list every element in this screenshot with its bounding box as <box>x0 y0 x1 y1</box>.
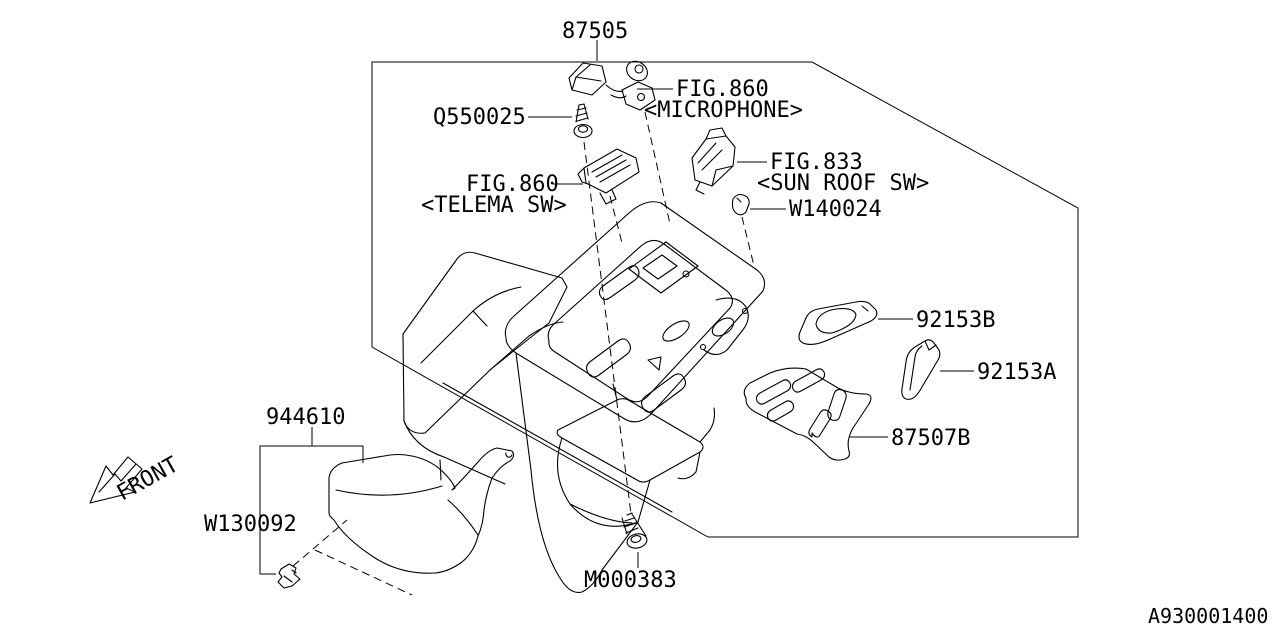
drawing-number: A930001400 <box>1148 604 1268 628</box>
telema-switch-drawing <box>577 148 640 205</box>
callout-microphone-caption: <MICROPHONE> <box>644 98 803 123</box>
leader-lines <box>528 40 974 568</box>
callout-92153a: 92153A <box>977 360 1056 385</box>
callout-fig860-microphone: FIG.860 <box>676 77 769 102</box>
callout-w130092: W130092 <box>204 512 297 537</box>
screw-m000383-drawing <box>621 512 648 549</box>
lens-92153b-drawing <box>798 300 878 346</box>
front-arrow-icon <box>89 456 143 504</box>
callout-telema-caption: <TELEMA SW> <box>421 193 567 218</box>
callout-fig833-sunroof: FIG.833 <box>770 150 863 175</box>
bracket-lines-944610 <box>259 427 364 575</box>
callout-fig860-telema: FIG.860 <box>466 172 559 197</box>
console-lower-944610-drawing <box>328 447 515 574</box>
hidden-line-clip-w130092 <box>292 519 348 567</box>
hidden-line-screw-axis <box>583 141 632 515</box>
hidden-line-telema <box>609 195 623 244</box>
sunroof-switch-drawing <box>691 127 736 195</box>
clip-w130092-drawing <box>277 563 301 589</box>
callout-92153b: 92153B <box>916 308 995 333</box>
screw-q550025-drawing <box>573 103 593 139</box>
lens-92153a-drawing <box>901 339 941 400</box>
hidden-line-clip-w140024 <box>741 216 755 267</box>
callout-q550025: Q550025 <box>433 105 526 130</box>
callout-w140024: W140024 <box>789 197 882 222</box>
callout-87507b: 87507B <box>891 426 970 451</box>
microphone-drawing <box>568 60 656 111</box>
callout-m000383: M000383 <box>584 568 677 593</box>
bracket-87507b-drawing <box>743 367 872 461</box>
hidden-line-microphone <box>644 111 671 225</box>
callout-sunroof-caption: <SUN ROOF SW> <box>757 171 929 196</box>
callout-87505: 87505 <box>562 19 628 44</box>
clip-w140024-drawing <box>731 193 750 216</box>
hidden-line-visor-bottom <box>314 549 413 596</box>
diagram-boundary <box>371 61 1079 538</box>
front-arrow: FRONT <box>89 452 183 506</box>
callout-944610: 944610 <box>266 405 345 430</box>
console-assembly-drawing <box>402 201 766 593</box>
front-label: FRONT <box>113 452 183 506</box>
